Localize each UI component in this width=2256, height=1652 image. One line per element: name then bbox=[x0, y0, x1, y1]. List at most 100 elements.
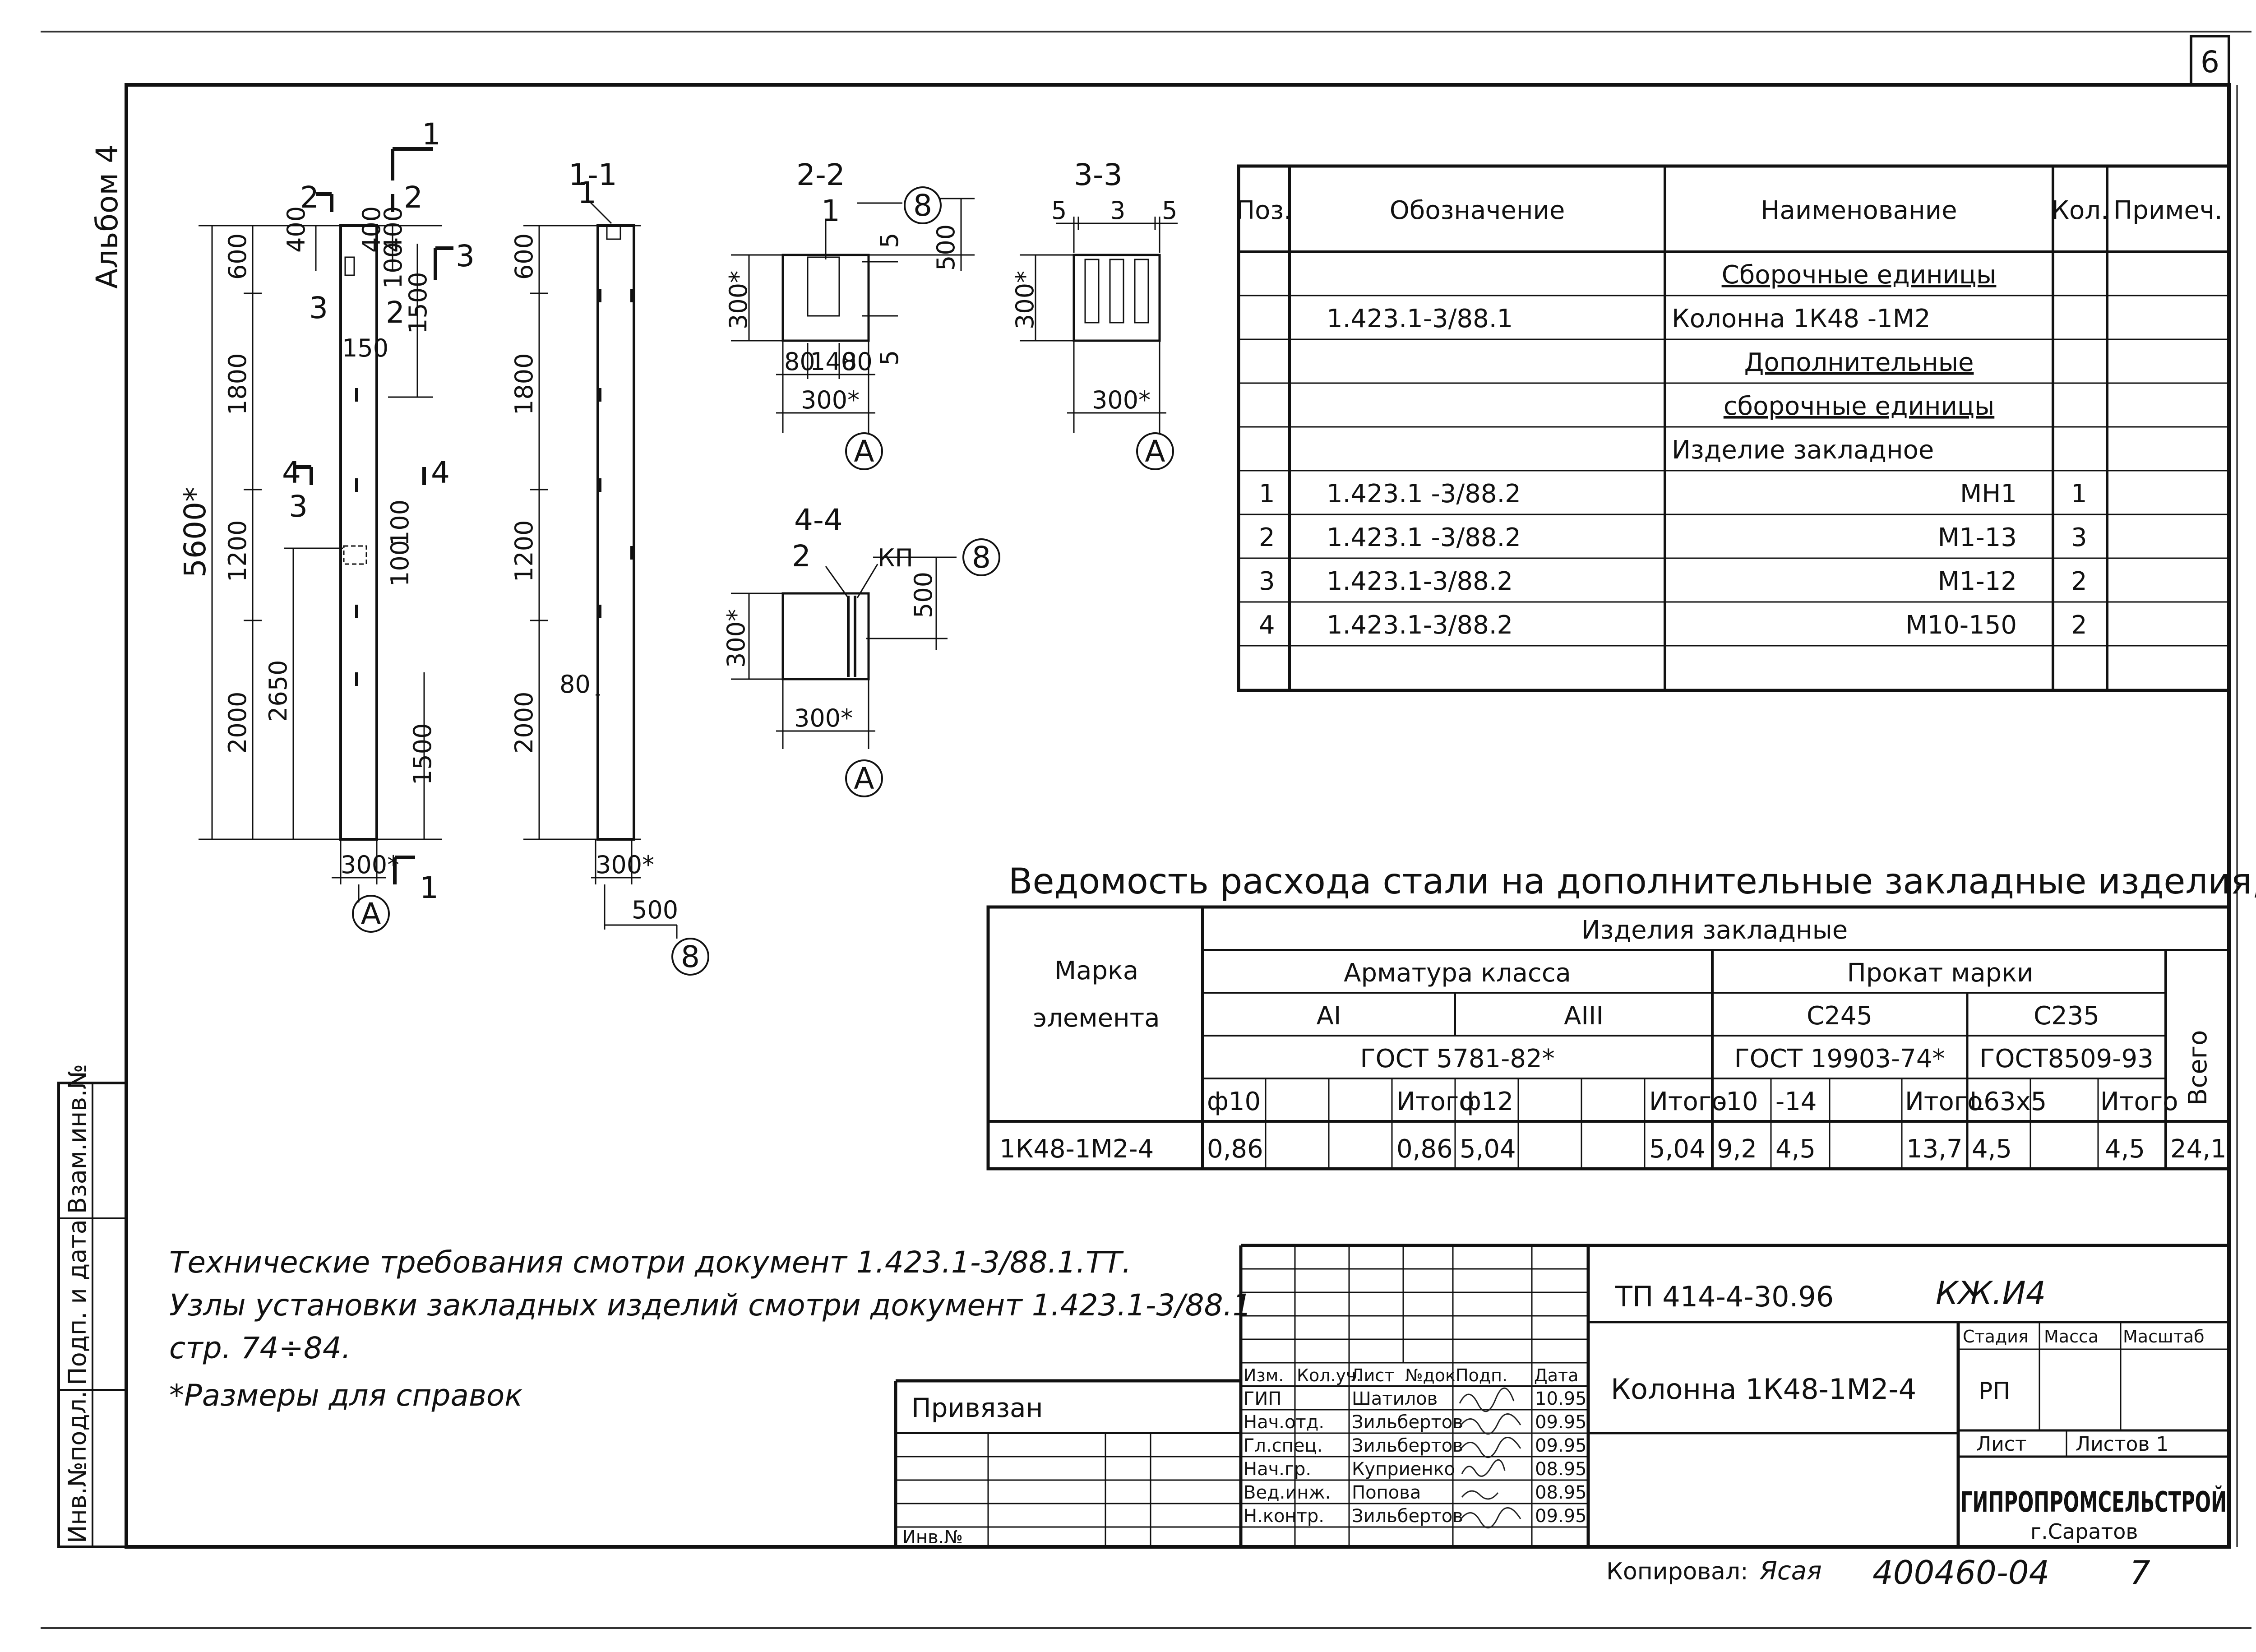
tb-header-izm: Изм. bbox=[1244, 1365, 1284, 1385]
spec-row-9-name: М10-150 bbox=[1905, 611, 2017, 640]
steel-val-phi12: 5,04 bbox=[1460, 1134, 1516, 1164]
steel-table: Марка элемента Изделия закладные Арматур… bbox=[986, 905, 2231, 1171]
tb-person-4: Куприенко bbox=[1352, 1459, 1455, 1480]
column-section-mark-2-right: 2 bbox=[404, 180, 423, 215]
section-1-1-axis: 8 bbox=[681, 939, 700, 974]
steel-sub-itogo-4: Итого bbox=[2100, 1087, 2178, 1116]
column-section-mark-4-right: 4 bbox=[431, 455, 450, 490]
spec-row-8-pos: 3 bbox=[1259, 567, 1275, 596]
section-4-4 bbox=[731, 556, 957, 749]
axis-bubble-a-section-4-4 bbox=[845, 759, 883, 797]
column-dim-1500-bottom: 1500 bbox=[408, 723, 437, 785]
section-2-2-dim-5-bottom: 5 bbox=[875, 350, 904, 366]
spec-row-9-pos: 4 bbox=[1259, 611, 1275, 640]
steel-gost-a: ГОСТ 5781-82* bbox=[1360, 1044, 1554, 1074]
note-3: стр. 74÷84. bbox=[169, 1331, 351, 1365]
steel-row-mark: 1К48-1М2-4 bbox=[999, 1134, 1154, 1164]
tb-header-koluch: Кол.уч. bbox=[1297, 1365, 1362, 1385]
spec-row-6-designation: 1.423.1 -3/88.2 bbox=[1327, 479, 1521, 509]
steel-prokat-header: Прокат марки bbox=[1847, 958, 2034, 988]
left-stamp: Инв.№подл. Подп. и дата Взам.инв.№ bbox=[57, 1064, 128, 1548]
steel-val-l63x5: 4,5 bbox=[1972, 1134, 2012, 1164]
tb-project: ТП 414-4-30.96 bbox=[1615, 1280, 1834, 1313]
steel-gost-c: ГОСТ8509-93 bbox=[1979, 1044, 2154, 1074]
column-dim-400-b: 400 bbox=[357, 206, 386, 253]
section-4-4-axis: А bbox=[854, 761, 874, 796]
section-2-2-dim-80-left: 80 bbox=[784, 347, 815, 376]
tb-name: Колонна 1К48-1М2-4 bbox=[1611, 1373, 1916, 1406]
tb-role-1: ГИП bbox=[1244, 1388, 1281, 1409]
note-1: Технические требования смотри документ 1… bbox=[169, 1245, 1131, 1280]
section-1-1 bbox=[523, 200, 678, 939]
steel-val-minus14: 4,5 bbox=[1775, 1134, 1816, 1164]
column-callout-3-mid: 3 bbox=[289, 489, 308, 524]
stamp-inv-podl: Инв.№подл. bbox=[63, 1391, 92, 1543]
section-2-2-dim-height: 300* bbox=[724, 271, 753, 329]
section-4-4-axis-right: 8 bbox=[972, 540, 991, 575]
axis-bubble-a-column bbox=[352, 895, 390, 933]
section-2-2-dim-width: 300* bbox=[801, 386, 860, 414]
spec-header-name: Наименование bbox=[1761, 196, 1957, 225]
column-section-mark-1-bottom: 1 bbox=[420, 870, 439, 905]
stamp-podp-data: Подп. и дата bbox=[63, 1219, 92, 1385]
tb-date-5: 08.95 bbox=[1535, 1482, 1587, 1503]
tb-stadiya: РП bbox=[1979, 1378, 2010, 1405]
footer-page: 7 bbox=[2130, 1554, 2150, 1592]
tb-date-4: 08.95 bbox=[1535, 1459, 1587, 1480]
footer-copier: Ясая bbox=[1759, 1556, 1822, 1586]
axis-bubble-8-section-4-4 bbox=[962, 538, 1000, 576]
section-3-3 bbox=[1020, 217, 1178, 433]
section-1-1-dim-2000: 2000 bbox=[510, 692, 538, 754]
section-4-4-dim-500: 500 bbox=[909, 572, 938, 618]
spec-row-7-name: М1-13 bbox=[1938, 523, 2017, 552]
spec-row-6-pos: 1 bbox=[1259, 479, 1275, 509]
tb-header-ndok: №док. bbox=[1405, 1365, 1461, 1385]
spec-row-2-designation: 1.423.1-3/88.1 bbox=[1327, 304, 1513, 333]
album-label: Альбом 4 bbox=[90, 144, 125, 289]
steel-val-total: 24,1 bbox=[2170, 1134, 2227, 1164]
steel-sub-minus14: -14 bbox=[1775, 1087, 1817, 1116]
steel-c245: С245 bbox=[1807, 1001, 1872, 1031]
section-2-2-dim-80-right: 80 bbox=[841, 347, 873, 376]
tb-inv-no: Инв.№ bbox=[902, 1527, 963, 1548]
tb-person-6: Зильбертов bbox=[1352, 1506, 1463, 1527]
spec-header-designation: Обозначение bbox=[1390, 196, 1565, 225]
note-2: Узлы установки закладных изделий смотри … bbox=[169, 1288, 1252, 1323]
title-block: Изм. Кол.уч. Лист №док. Подп. Дата ГИП Ш… bbox=[894, 1244, 2229, 1548]
section-1-1-offset: 500 bbox=[632, 896, 678, 924]
tb-signatures bbox=[1459, 1387, 1521, 1529]
sheet-number: 6 bbox=[2201, 45, 2219, 79]
steel-total-header: Всего bbox=[2183, 1030, 2213, 1106]
tb-person-3: Зильбертов bbox=[1352, 1435, 1463, 1456]
steel-sub-phi12: ф12 bbox=[1460, 1087, 1513, 1116]
spec-row-5-name: Изделие закладное bbox=[1672, 435, 1934, 465]
section-3-3-dim-5-left: 5 bbox=[1051, 196, 1067, 225]
steel-val-itogo-1: 0,86 bbox=[1396, 1134, 1453, 1164]
steel-armatura-header: Арматура класса bbox=[1344, 958, 1571, 988]
spec-row-8-name: М1-12 bbox=[1938, 567, 2017, 596]
steel-class-aiii: АIII bbox=[1564, 1001, 1604, 1031]
steel-sub-itogo-2: Итого bbox=[1649, 1087, 1727, 1116]
column-callout-3-top: 3 bbox=[309, 291, 328, 325]
tb-city: г.Саратов bbox=[2030, 1519, 2138, 1544]
spec-row-3-name: Дополнительные bbox=[1744, 348, 1974, 377]
column-dim-100-a: 100 bbox=[379, 242, 407, 289]
tb-masshtab-header: Масштаб bbox=[2123, 1327, 2205, 1347]
column-dim-1500-top: 1500 bbox=[404, 272, 432, 334]
section-2-2-dim-5-top: 5 bbox=[875, 233, 904, 248]
footer-doc-no: 400460-04 bbox=[1872, 1554, 2049, 1592]
tb-role-4: Нач.гр. bbox=[1244, 1459, 1311, 1480]
spec-row-9-qty: 2 bbox=[2071, 611, 2087, 640]
steel-sub-itogo-1: Итого bbox=[1396, 1087, 1474, 1116]
column-section-mark-4-left: 4 bbox=[282, 455, 301, 490]
tb-role-3: Гл.спец. bbox=[1244, 1435, 1322, 1456]
section-1-1-title: 1-1 bbox=[569, 157, 617, 192]
column-dim-1200: 1200 bbox=[223, 520, 252, 582]
section-4-4-callout-2: 2 bbox=[792, 539, 811, 574]
section-2-2 bbox=[731, 198, 975, 433]
tb-header-podp: Подп. bbox=[1456, 1365, 1507, 1385]
spec-row-8-qty: 2 bbox=[2071, 567, 2087, 596]
section-1-1-dim-80: 80 bbox=[559, 670, 591, 699]
section-3-3-dim-width: 300* bbox=[1092, 386, 1151, 414]
tb-role-6: Н.контр. bbox=[1244, 1506, 1324, 1527]
